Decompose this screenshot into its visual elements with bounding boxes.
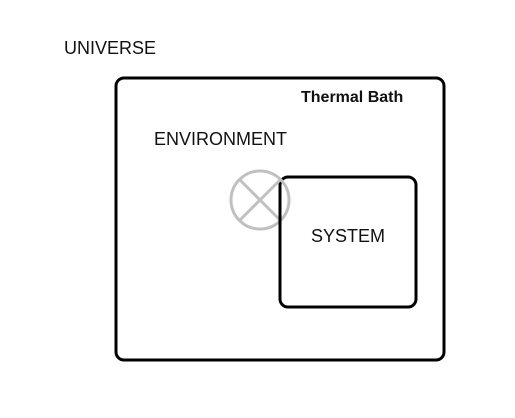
universe-label: UNIVERSE	[64, 38, 157, 58]
system-box	[278, 175, 418, 309]
environment-label: ENVIRONMENT	[154, 129, 288, 149]
thermal-bath-label: Thermal Bath	[301, 89, 404, 106]
system-label: SYSTEM	[311, 226, 386, 246]
crossed-circle-icon	[229, 169, 291, 231]
thermal-bath-box	[114, 76, 446, 362]
